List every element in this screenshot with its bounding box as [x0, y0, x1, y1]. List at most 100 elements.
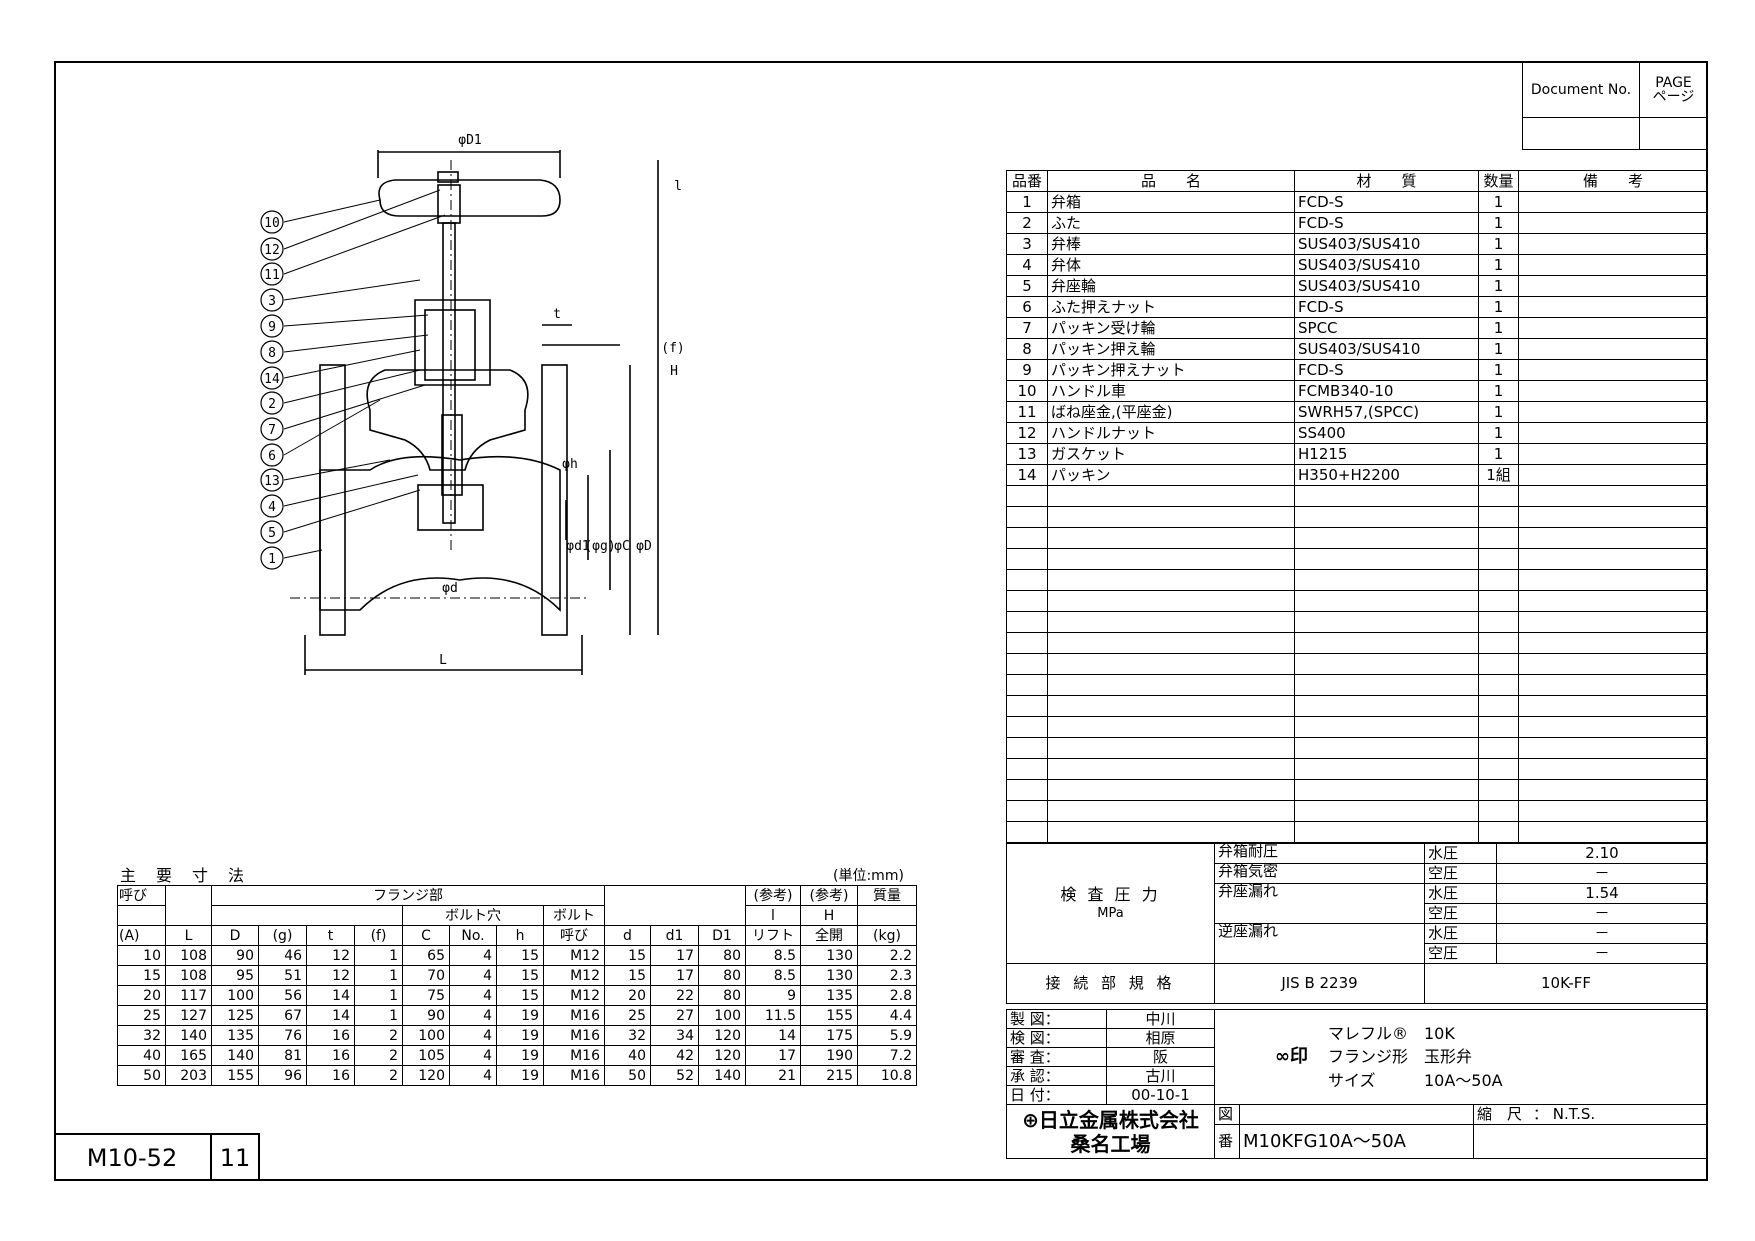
- dims-header-C: C: [402, 925, 450, 946]
- part-remarks: [1518, 212, 1708, 234]
- product-line2b: 玉形弁: [1424, 1047, 1473, 1067]
- dims-cell: 14: [745, 1025, 801, 1046]
- page-number: 11: [212, 1133, 260, 1181]
- part-remarks: [1518, 821, 1708, 843]
- dims-cell: 50: [604, 1065, 651, 1086]
- dim-label-l: l: [674, 179, 682, 194]
- dims-cell: 11.5: [745, 1005, 801, 1026]
- parts-header-material: 材 質: [1294, 170, 1479, 192]
- dim-label-phiD1: φD1: [458, 133, 481, 148]
- inspection-value: 2.10: [1496, 843, 1708, 864]
- part-material: [1294, 506, 1479, 528]
- part-no: [1006, 590, 1048, 612]
- signoff-role: 審 査：: [1006, 1047, 1107, 1067]
- part-name: 弁座輪: [1047, 275, 1295, 297]
- part-name: パッキン押えナット: [1047, 359, 1295, 381]
- logo-text: 印: [1290, 1046, 1308, 1067]
- part-remarks: [1518, 317, 1708, 339]
- part-material: [1294, 590, 1479, 612]
- signoff-role: 製 図：: [1006, 1009, 1107, 1029]
- dims-header-D: D: [211, 925, 259, 946]
- dims-cell: 15: [496, 985, 544, 1006]
- dims-cell: 165: [165, 1045, 212, 1066]
- parts-row: [1006, 716, 1708, 738]
- dims-cell: 80: [698, 965, 746, 986]
- part-material: H350+H2200: [1294, 464, 1479, 486]
- inspection-medium: 水圧: [1424, 883, 1497, 904]
- parts-row: [1006, 632, 1708, 654]
- part-remarks: [1518, 569, 1708, 591]
- dims-cell: 1: [354, 985, 403, 1006]
- part-qty: 1: [1478, 380, 1519, 402]
- part-material: FCD-S: [1294, 212, 1479, 234]
- dims-cell: 4: [449, 1005, 497, 1026]
- part-remarks: [1518, 275, 1708, 297]
- dims-cell: 46: [258, 945, 307, 966]
- part-no: [1006, 695, 1048, 717]
- dims-cell: 90: [211, 945, 259, 966]
- dims-cell: 14: [306, 1005, 355, 1026]
- part-no: 3: [1006, 233, 1048, 255]
- inspection-value: －: [1496, 923, 1708, 944]
- dims-cell: 81: [258, 1045, 307, 1066]
- parts-row: [1006, 674, 1708, 696]
- part-no: [1006, 548, 1048, 570]
- part-material: [1294, 821, 1479, 843]
- dims-cell: 21: [745, 1065, 801, 1086]
- part-qty: [1478, 653, 1519, 675]
- part-no: 13: [1006, 443, 1048, 465]
- part-name: ガスケット: [1047, 443, 1295, 465]
- connection-standard: JIS B 2239: [1214, 963, 1425, 1004]
- dims-cell: 17: [745, 1045, 801, 1066]
- dims-cell: 105: [402, 1045, 450, 1066]
- part-remarks: [1518, 485, 1708, 507]
- dims-cell: 20: [604, 985, 651, 1006]
- drawing-code: M10-52: [54, 1133, 212, 1181]
- part-remarks: [1518, 674, 1708, 696]
- signoff-name: 古川: [1106, 1066, 1215, 1086]
- signoff-name: 相原: [1106, 1028, 1215, 1048]
- part-qty: [1478, 548, 1519, 570]
- dims-cell: 4: [449, 1065, 497, 1086]
- part-name: [1047, 716, 1295, 738]
- part-no: 1: [1006, 191, 1048, 213]
- signoff-role: 承 認：: [1006, 1066, 1107, 1086]
- part-no: [1006, 506, 1048, 528]
- dims-cell: 1: [354, 945, 403, 966]
- parts-row: [1006, 590, 1708, 612]
- part-material: [1294, 779, 1479, 801]
- dims-header-blank: [165, 885, 212, 926]
- part-no: 5: [1006, 275, 1048, 297]
- dims-cell: 135: [800, 985, 858, 1006]
- signoff-role: 検 図：: [1006, 1028, 1107, 1048]
- parts-header-name: 品 名: [1047, 170, 1295, 192]
- part-no: 12: [1006, 422, 1048, 444]
- part-qty: 1: [1478, 338, 1519, 360]
- part-qty: 1: [1478, 212, 1519, 234]
- dims-header-g: (g): [258, 925, 307, 946]
- part-no: 9: [1006, 359, 1048, 381]
- part-material: FCMB340-10: [1294, 380, 1479, 402]
- signoff-role: 日 付：: [1006, 1085, 1107, 1105]
- dims-cell: 120: [698, 1025, 746, 1046]
- part-name: [1047, 800, 1295, 822]
- parts-row: [1006, 695, 1708, 717]
- dims-cell: 117: [165, 985, 212, 1006]
- dims-header-blank: [117, 905, 166, 926]
- inspection-row: 逆座漏れ水圧－: [1007, 923, 1708, 964]
- dims-cell: 2: [354, 1045, 403, 1066]
- part-no: 8: [1006, 338, 1048, 360]
- part-no: [1006, 779, 1048, 801]
- part-material: H1215: [1294, 443, 1479, 465]
- callout-label: 14: [264, 372, 280, 387]
- part-remarks: [1518, 758, 1708, 780]
- part-name: [1047, 611, 1295, 633]
- dims-cell: 100: [698, 1005, 746, 1026]
- part-material: [1294, 632, 1479, 654]
- part-qty: 1組: [1478, 464, 1519, 486]
